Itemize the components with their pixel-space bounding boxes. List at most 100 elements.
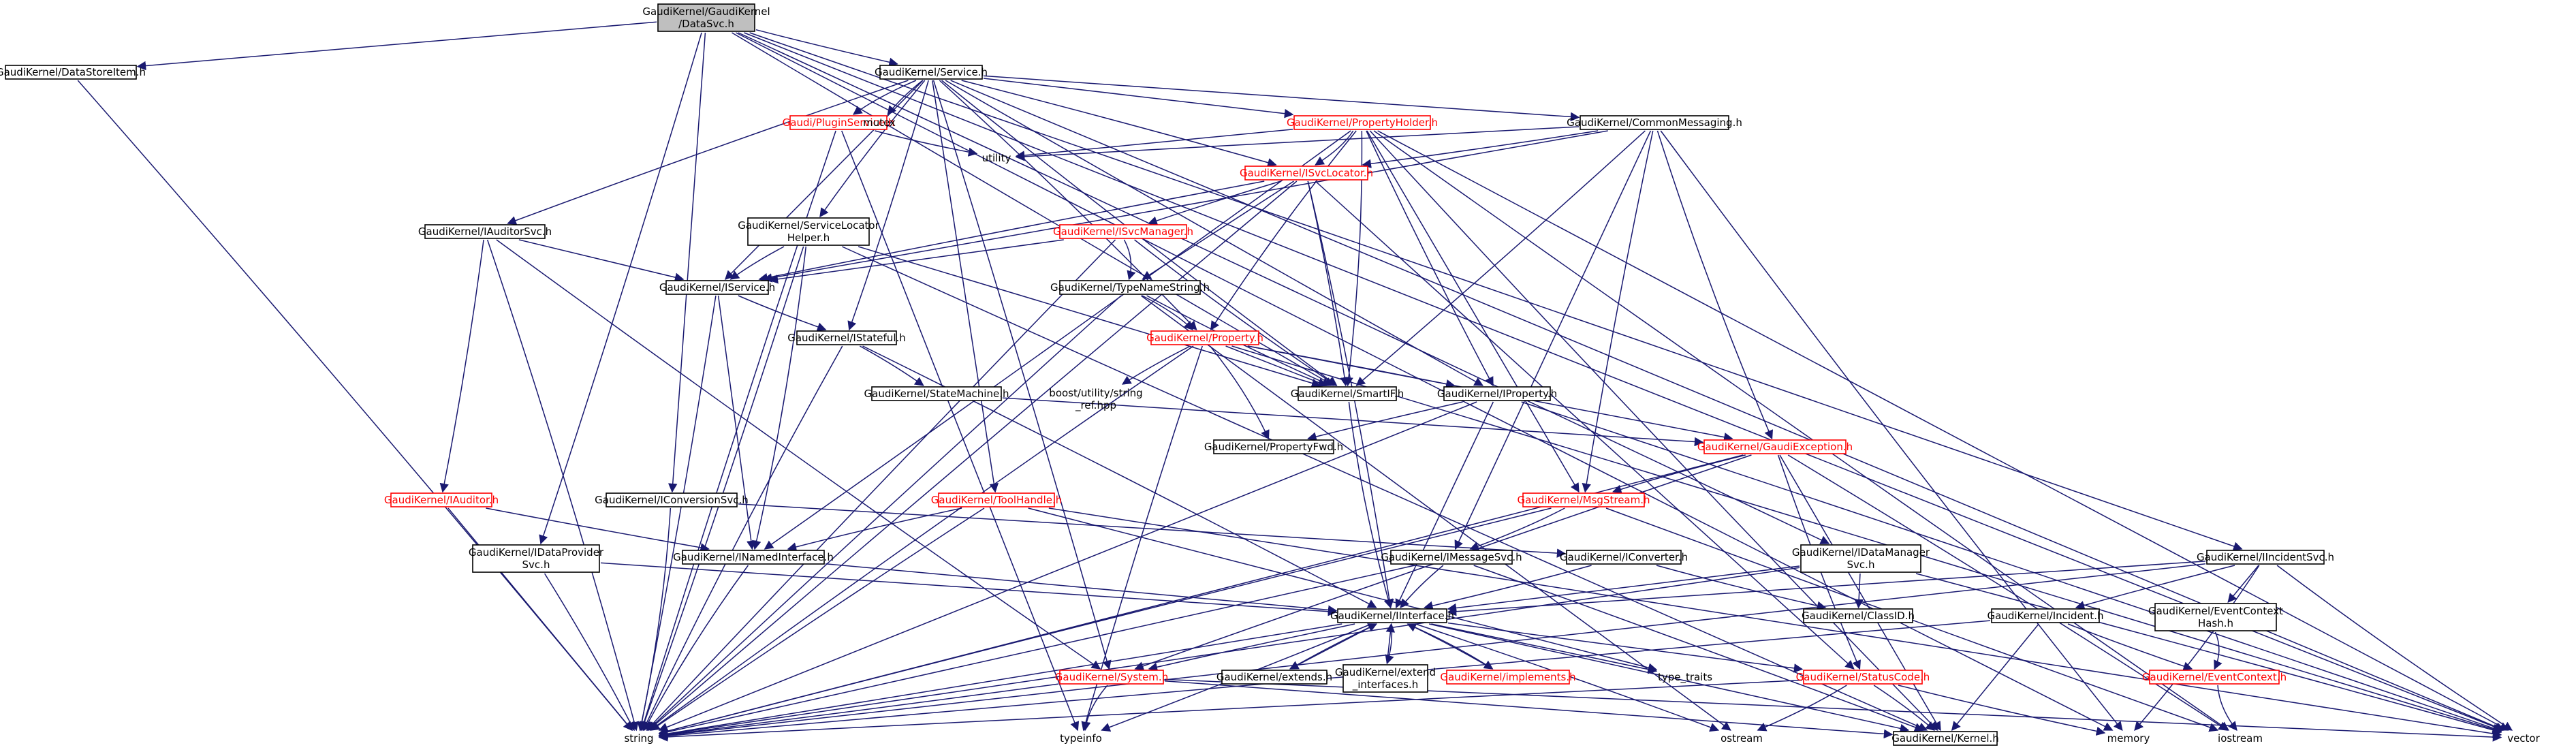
node-box-datasvc [657,3,755,32]
node-iconverter[interactable]: GaudiKernel/IConverter.h [1560,550,1688,565]
node-iproperty[interactable]: GaudiKernel/IProperty.h [1437,386,1557,401]
node-label-datasvc: GaudiKernel/GaudiKernel [642,5,770,18]
node-incident[interactable]: GaudiKernel/Incident.h [1988,608,2104,623]
edge-servicelocatorhelper-to-iservice [729,246,785,280]
node-label-string: string [624,732,653,745]
node-label-msgstream: GaudiKernel/MsgStream.h [1517,494,1650,506]
node-statuscode[interactable]: GaudiKernel/StatusCode.h [1796,670,1930,685]
node-box-imessagesvc [1390,550,1513,565]
node-kernel[interactable]: GaudiKernel/Kernel.h [1891,731,1999,746]
edge-service-to-iauditorsvc [507,80,909,225]
edge-iproperty-to-propertyfwd [1307,401,1463,441]
node-isvcmanager[interactable]: GaudiKernel/ISvcManager.h [1053,224,1193,239]
node-label-iservice: GaudiKernel/IService.h [659,281,775,294]
node-box-propertyholder [1293,115,1431,130]
node-system[interactable]: GaudiKernel/System.h [1055,670,1168,685]
edge-propertyholder-to-property [1210,130,1357,331]
node-propertyholder[interactable]: GaudiKernel/PropertyHolder.h [1287,115,1438,130]
node-label-iproperty: GaudiKernel/IProperty.h [1437,388,1557,400]
edge-isvcmanager-to-smartif [1134,239,1337,386]
node-label-ostream: ostream [1721,732,1763,745]
edge-service-to-servicelocatorhelper [819,80,926,218]
edge-toolhandle-to-type_traits [1028,507,1658,672]
edge-service-to-vector [950,80,2505,732]
node-box-typenamestring [1059,280,1201,295]
node-smartif[interactable]: GaudiKernel/SmartIF.h [1291,386,1404,401]
edge-datasvc-to-service [755,29,898,67]
edge-service-to-mutex [887,80,924,116]
node-commonmessaging[interactable]: GaudiKernel/CommonMessaging.h [1567,115,1742,130]
node-box-incident [1991,608,2100,623]
node-msgstream[interactable]: GaudiKernel/MsgStream.h [1517,492,1650,507]
edge-datasvc-to-datastoreitem [136,21,657,71]
node-iinterface[interactable]: GaudiKernel/IInterface.h [1330,608,1454,623]
node-box-system [1059,670,1164,685]
node-propertyfwd[interactable]: GaudiKernel/PropertyFwd.h [1204,439,1343,454]
edge-istateful-to-string [642,345,843,732]
edge-extends-to-iinterface [1289,623,1378,670]
node-isvclocator[interactable]: GaudiKernel/ISvcLocator.h [1240,166,1373,181]
node-imessagesvc[interactable]: GaudiKernel/IMessageSvc.h [1381,550,1522,565]
node-box-kernel [1893,731,1998,746]
node-box-isvclocator [1244,166,1368,181]
edge-statuscode-to-kernel [1873,685,1935,731]
edge-servicelocatorhelper-to-smartif [858,246,1321,388]
node-datastoreitem[interactable]: GaudiKernel/DataStoreItem.h [0,65,146,80]
edge-statuscode-to-string [658,679,1803,742]
node-classid[interactable]: GaudiKernel/ClassID.h [1802,608,1915,623]
node-inamedinterface[interactable]: GaudiKernel/INamedInterface.h [673,550,834,565]
node-label-idatamanagersvc: GaudiKernel/IDataManager [1792,546,1930,559]
node-property[interactable]: GaudiKernel/Property.h [1146,330,1263,345]
node-gaudiexception[interactable]: GaudiKernel/GaudiException.h [1697,439,1853,454]
node-extend_interfaces[interactable]: GaudiKernel/extend_interfaces.h [1335,664,1436,693]
node-label-eventcontexthash: Hash.h [2198,617,2233,629]
node-box-iservice [665,280,769,295]
node-istateful[interactable]: GaudiKernel/IStateful.h [787,330,906,345]
edge-iincidentsvc-to-vector [2276,565,2513,731]
edge-iincidentsvc-to-string [658,563,2206,740]
edge-commonmessaging-to-utility [1015,126,1580,161]
node-label-isvcmanager: GaudiKernel/ISvcManager.h [1053,225,1193,238]
edge-toolhandle-to-string [650,507,985,731]
node-label-implements: GaudiKernel/implements.h [1440,671,1575,683]
node-box-msgstream [1522,492,1645,507]
node-implements[interactable]: GaudiKernel/implements.h [1440,670,1576,685]
edge-iinterface-to-kernel [1428,623,1910,734]
edge-toolhandle-to-inamedinterface [787,507,962,552]
edge-commonmessaging-to-imessagesvc [1454,130,1652,550]
node-service[interactable]: GaudiKernel/Service.h [875,65,988,80]
edge-idatamanagersvc-to-classid [1854,573,1864,609]
node-label-stringref: boost/utility/string [1049,387,1142,399]
node-eventcontext[interactable]: GaudiKernel/EventContext.h [2142,670,2287,685]
edge-iincidentsvc-to-eventcontexthash [2227,565,2259,604]
edge-istateful-to-iinterface [862,345,1377,608]
edge-service-to-iproperty [945,80,1484,386]
node-typenamestring[interactable]: GaudiKernel/TypeNameString.h [1050,280,1210,295]
node-datasvc[interactable]: GaudiKernel/GaudiKernel/DataSvc.h [642,3,770,32]
node-pluginservice[interactable]: Gaudi/PluginService.h [783,115,895,130]
edge-commonmessaging-to-isvclocator [1362,130,1599,169]
node-iservice[interactable]: GaudiKernel/IService.h [659,280,775,295]
edge-commonmessaging-to-smartif [1355,130,1646,386]
node-label-inamedinterface: GaudiKernel/INamedInterface.h [673,551,834,563]
node-label-iincidentsvc: GaudiKernel/IIncidentSvc.h [2197,551,2334,563]
node-iconversionsvc[interactable]: GaudiKernel/IConversionSvc.h [595,492,749,507]
edge-isvclocator-to-statuscode [1315,181,1855,670]
edge-iconverter-to-iinterface [1424,565,1592,610]
node-iincidentsvc[interactable]: GaudiKernel/IIncidentSvc.h [2197,550,2334,565]
node-box-eventcontext [2149,670,2280,685]
node-extends[interactable]: GaudiKernel/extends.h [1216,670,1332,685]
node-label-extend_interfaces: _interfaces.h [1352,678,1419,691]
node-iostream: iostream [2218,732,2263,745]
node-iauditorsvc[interactable]: GaudiKernel/IAuditorSvc.h [418,224,552,239]
edge-isvclocator-to-string [648,181,1298,731]
edge-incident-to-kernel [1951,623,2039,732]
node-statemachine[interactable]: GaudiKernel/StateMachine.h [864,386,1009,401]
node-iauditor[interactable]: GaudiKernel/IAuditor.h [384,492,499,507]
node-toolhandle[interactable]: GaudiKernel/ToolHandle.h [931,492,1063,507]
